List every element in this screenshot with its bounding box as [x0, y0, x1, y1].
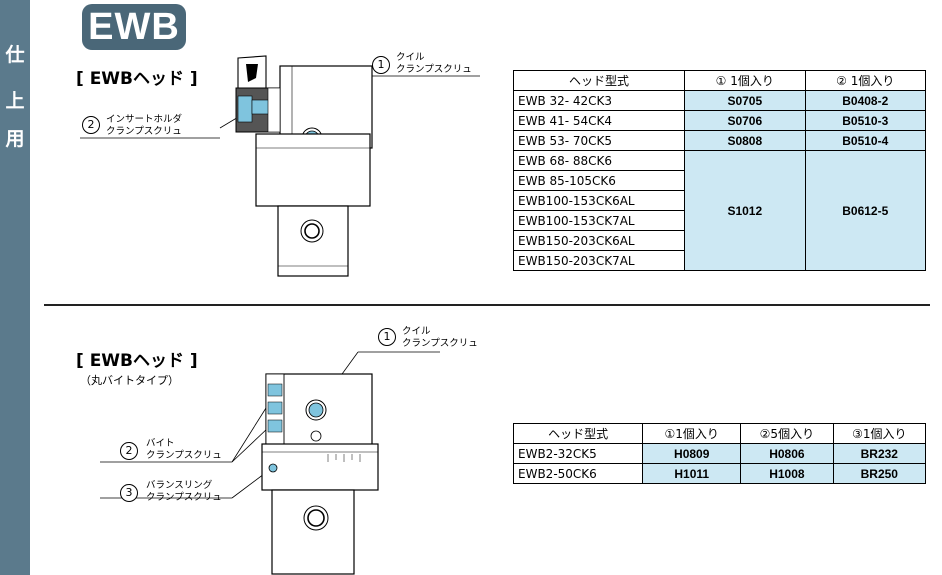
- code-cell: BR250: [832, 463, 927, 484]
- callout2-2-line1: バイト: [146, 438, 175, 449]
- section2-subtitle: （丸バイトタイプ）: [80, 374, 179, 387]
- code-cell: H0806: [740, 443, 834, 464]
- model-cell: EWB 41- 54CK4: [512, 110, 686, 131]
- code-cell: H1008: [740, 463, 834, 484]
- table-row: EWB100-153CK6AL: [512, 190, 926, 211]
- model-cell: EWB150-203CK6AL: [512, 230, 686, 251]
- table1-header-c1: ① 1個入り: [684, 70, 806, 91]
- table-row: EWB2-50CK6 H1011 H1008 BR250: [512, 463, 927, 484]
- callout2-1-label: クイル クランプスクリュ: [402, 326, 478, 350]
- code-cell: H1011: [642, 463, 742, 484]
- table-row: EWB 68- 88CK6 S1012 B0612-5: [512, 150, 927, 271]
- table1-header-c2: ② 1個入り: [804, 70, 927, 91]
- parts-table-2: ヘッド型式 ①1個入り ②5個入り ③1個入り EWB2-32CK5 H0809…: [512, 423, 927, 484]
- code-cell: S0706: [684, 110, 806, 131]
- model-cell: EWB150-203CK7AL: [512, 250, 686, 271]
- side-tab-char-2: 上: [5, 90, 25, 112]
- code-cell: B0510-3: [804, 110, 927, 131]
- table1-header-row: ヘッド型式 ① 1個入り ② 1個入り: [512, 70, 927, 91]
- model-cell: EWB100-153CK6AL: [512, 190, 686, 211]
- side-tab: 仕 上 用: [0, 0, 30, 575]
- table-row: EWB150-203CK6AL: [512, 230, 926, 251]
- table2-header-c3: ③1個入り: [832, 423, 927, 444]
- callout2-1-number: 1: [378, 328, 396, 346]
- model-cell: EWB 32- 42CK3: [512, 90, 686, 111]
- callout1-label: クイル クランプスクリュ: [396, 52, 472, 76]
- section-divider: [44, 304, 930, 306]
- callout2-2-label: バイト クランプスクリュ: [146, 438, 222, 462]
- callout2-label: インサートホルダ クランプスクリュ: [106, 114, 182, 138]
- code-cell: S0705: [684, 90, 806, 111]
- merged-code-cell-c1: S1012: [684, 150, 806, 271]
- callout2-2-number: 2: [120, 442, 138, 460]
- table1-header-model: ヘッド型式: [512, 70, 686, 91]
- table-row: EWB150-203CK7AL: [512, 250, 926, 271]
- callout2-line1: インサートホルダ: [106, 114, 183, 125]
- callout2-number: 2: [82, 116, 100, 134]
- table-row: EWB 53- 70CK5 S0808 B0510-4: [512, 130, 927, 151]
- callout2-1-line2: クランプスクリュ: [402, 338, 478, 349]
- model-cell: EWB2-50CK6: [512, 463, 644, 484]
- callout2-3-number: 3: [120, 484, 138, 502]
- table-row: EWB100-153CK7AL: [512, 210, 926, 231]
- model-cell: EWB 85-105CK6: [512, 170, 686, 191]
- ewb-round-bit-head-diagram: [100, 351, 440, 575]
- table-row: EWB 32- 42CK3 S0705 B0408-2: [512, 90, 927, 111]
- side-tab-char-3: 用: [5, 128, 25, 150]
- table-row: EWB 41- 54CK4 S0706 B0510-3: [512, 110, 927, 131]
- table2-header-row: ヘッド型式 ①1個入り ②5個入り ③1個入り: [512, 423, 927, 444]
- table-row: EWB2-32CK5 H0809 H0806 BR232: [512, 443, 927, 464]
- code-cell: B0510-4: [804, 130, 927, 151]
- section2-title: [ EWBヘッド ]: [76, 351, 198, 371]
- table2-header-model: ヘッド型式: [512, 423, 644, 444]
- model-cell: EWB 53- 70CK5: [512, 130, 686, 151]
- table2-header-c1: ①1個入り: [642, 423, 742, 444]
- table-row: EWB 85-105CK6: [512, 170, 926, 191]
- callout2-3-label: バランスリング クランプスクリュ: [146, 480, 222, 504]
- side-tab-char-1: 仕: [5, 44, 25, 66]
- callout1-line1: クイル: [396, 52, 425, 63]
- ewb-head-diagram: [80, 55, 480, 277]
- table2-header-c2: ②5個入り: [740, 423, 834, 444]
- callout1-line2: クランプスクリュ: [396, 64, 472, 75]
- callout2-3-line2: クランプスクリュ: [146, 492, 222, 503]
- callout2-1-line1: クイル: [402, 326, 431, 337]
- model-cell: EWB2-32CK5: [512, 443, 644, 464]
- callout1-number: 1: [372, 56, 390, 74]
- code-cell: S0808: [684, 130, 806, 151]
- code-cell: BR232: [832, 443, 927, 464]
- code-cell: H0809: [642, 443, 742, 464]
- model-cell: EWB 68- 88CK6: [512, 150, 686, 171]
- parts-table-1: ヘッド型式 ① 1個入り ② 1個入り EWB 32- 42CK3 S0705 …: [512, 70, 927, 271]
- code-cell: B0408-2: [804, 90, 927, 111]
- callout2-3-line1: バランスリング: [146, 480, 213, 491]
- model-cell: EWB100-153CK7AL: [512, 210, 686, 231]
- ewb-badge: EWB: [82, 4, 186, 50]
- merged-code-cell-c2: B0612-5: [804, 150, 927, 271]
- callout2-2-line2: クランプスクリュ: [146, 450, 222, 461]
- callout2-line2: クランプスクリュ: [106, 126, 182, 137]
- section1-title: [ EWBヘッド ]: [76, 69, 198, 89]
